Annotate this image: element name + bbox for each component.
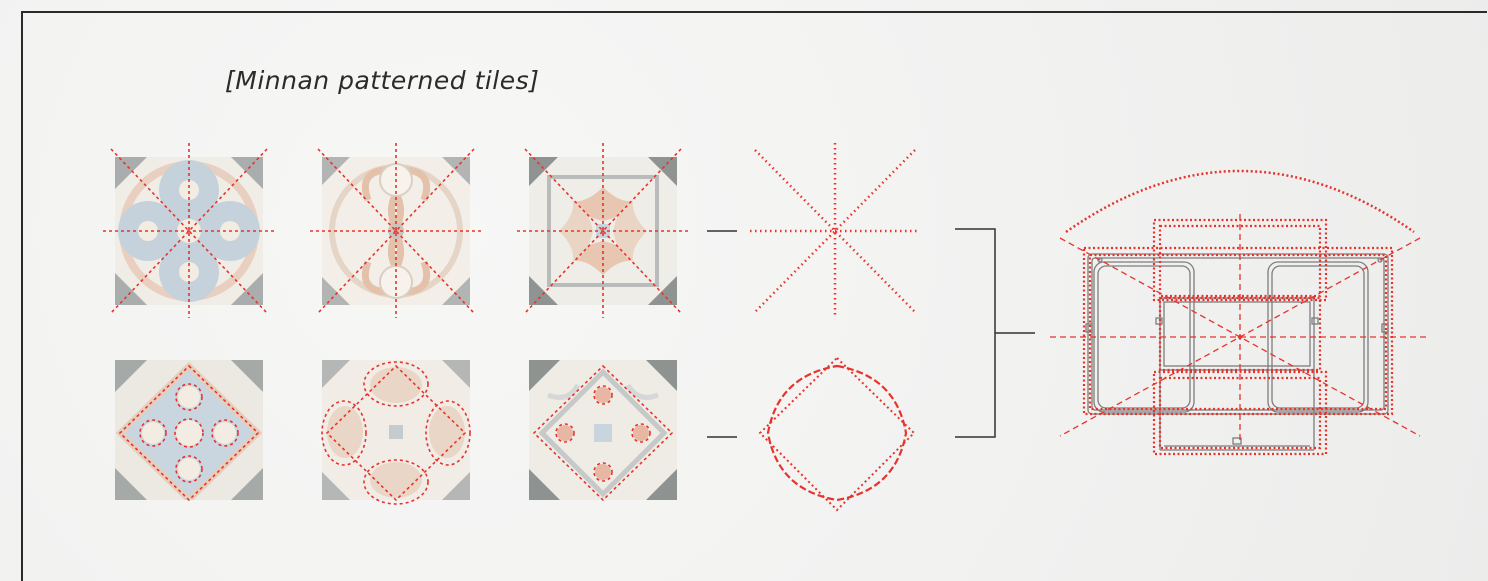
abstraction-star [750, 143, 920, 318]
abstraction-diamond [760, 358, 914, 510]
tile-blue-dot-diamond [115, 360, 263, 500]
tile-gray-rosette [529, 360, 677, 500]
tile-cream-petal [322, 360, 470, 500]
connector-lines [707, 229, 1035, 437]
floor-plan [1050, 171, 1430, 454]
